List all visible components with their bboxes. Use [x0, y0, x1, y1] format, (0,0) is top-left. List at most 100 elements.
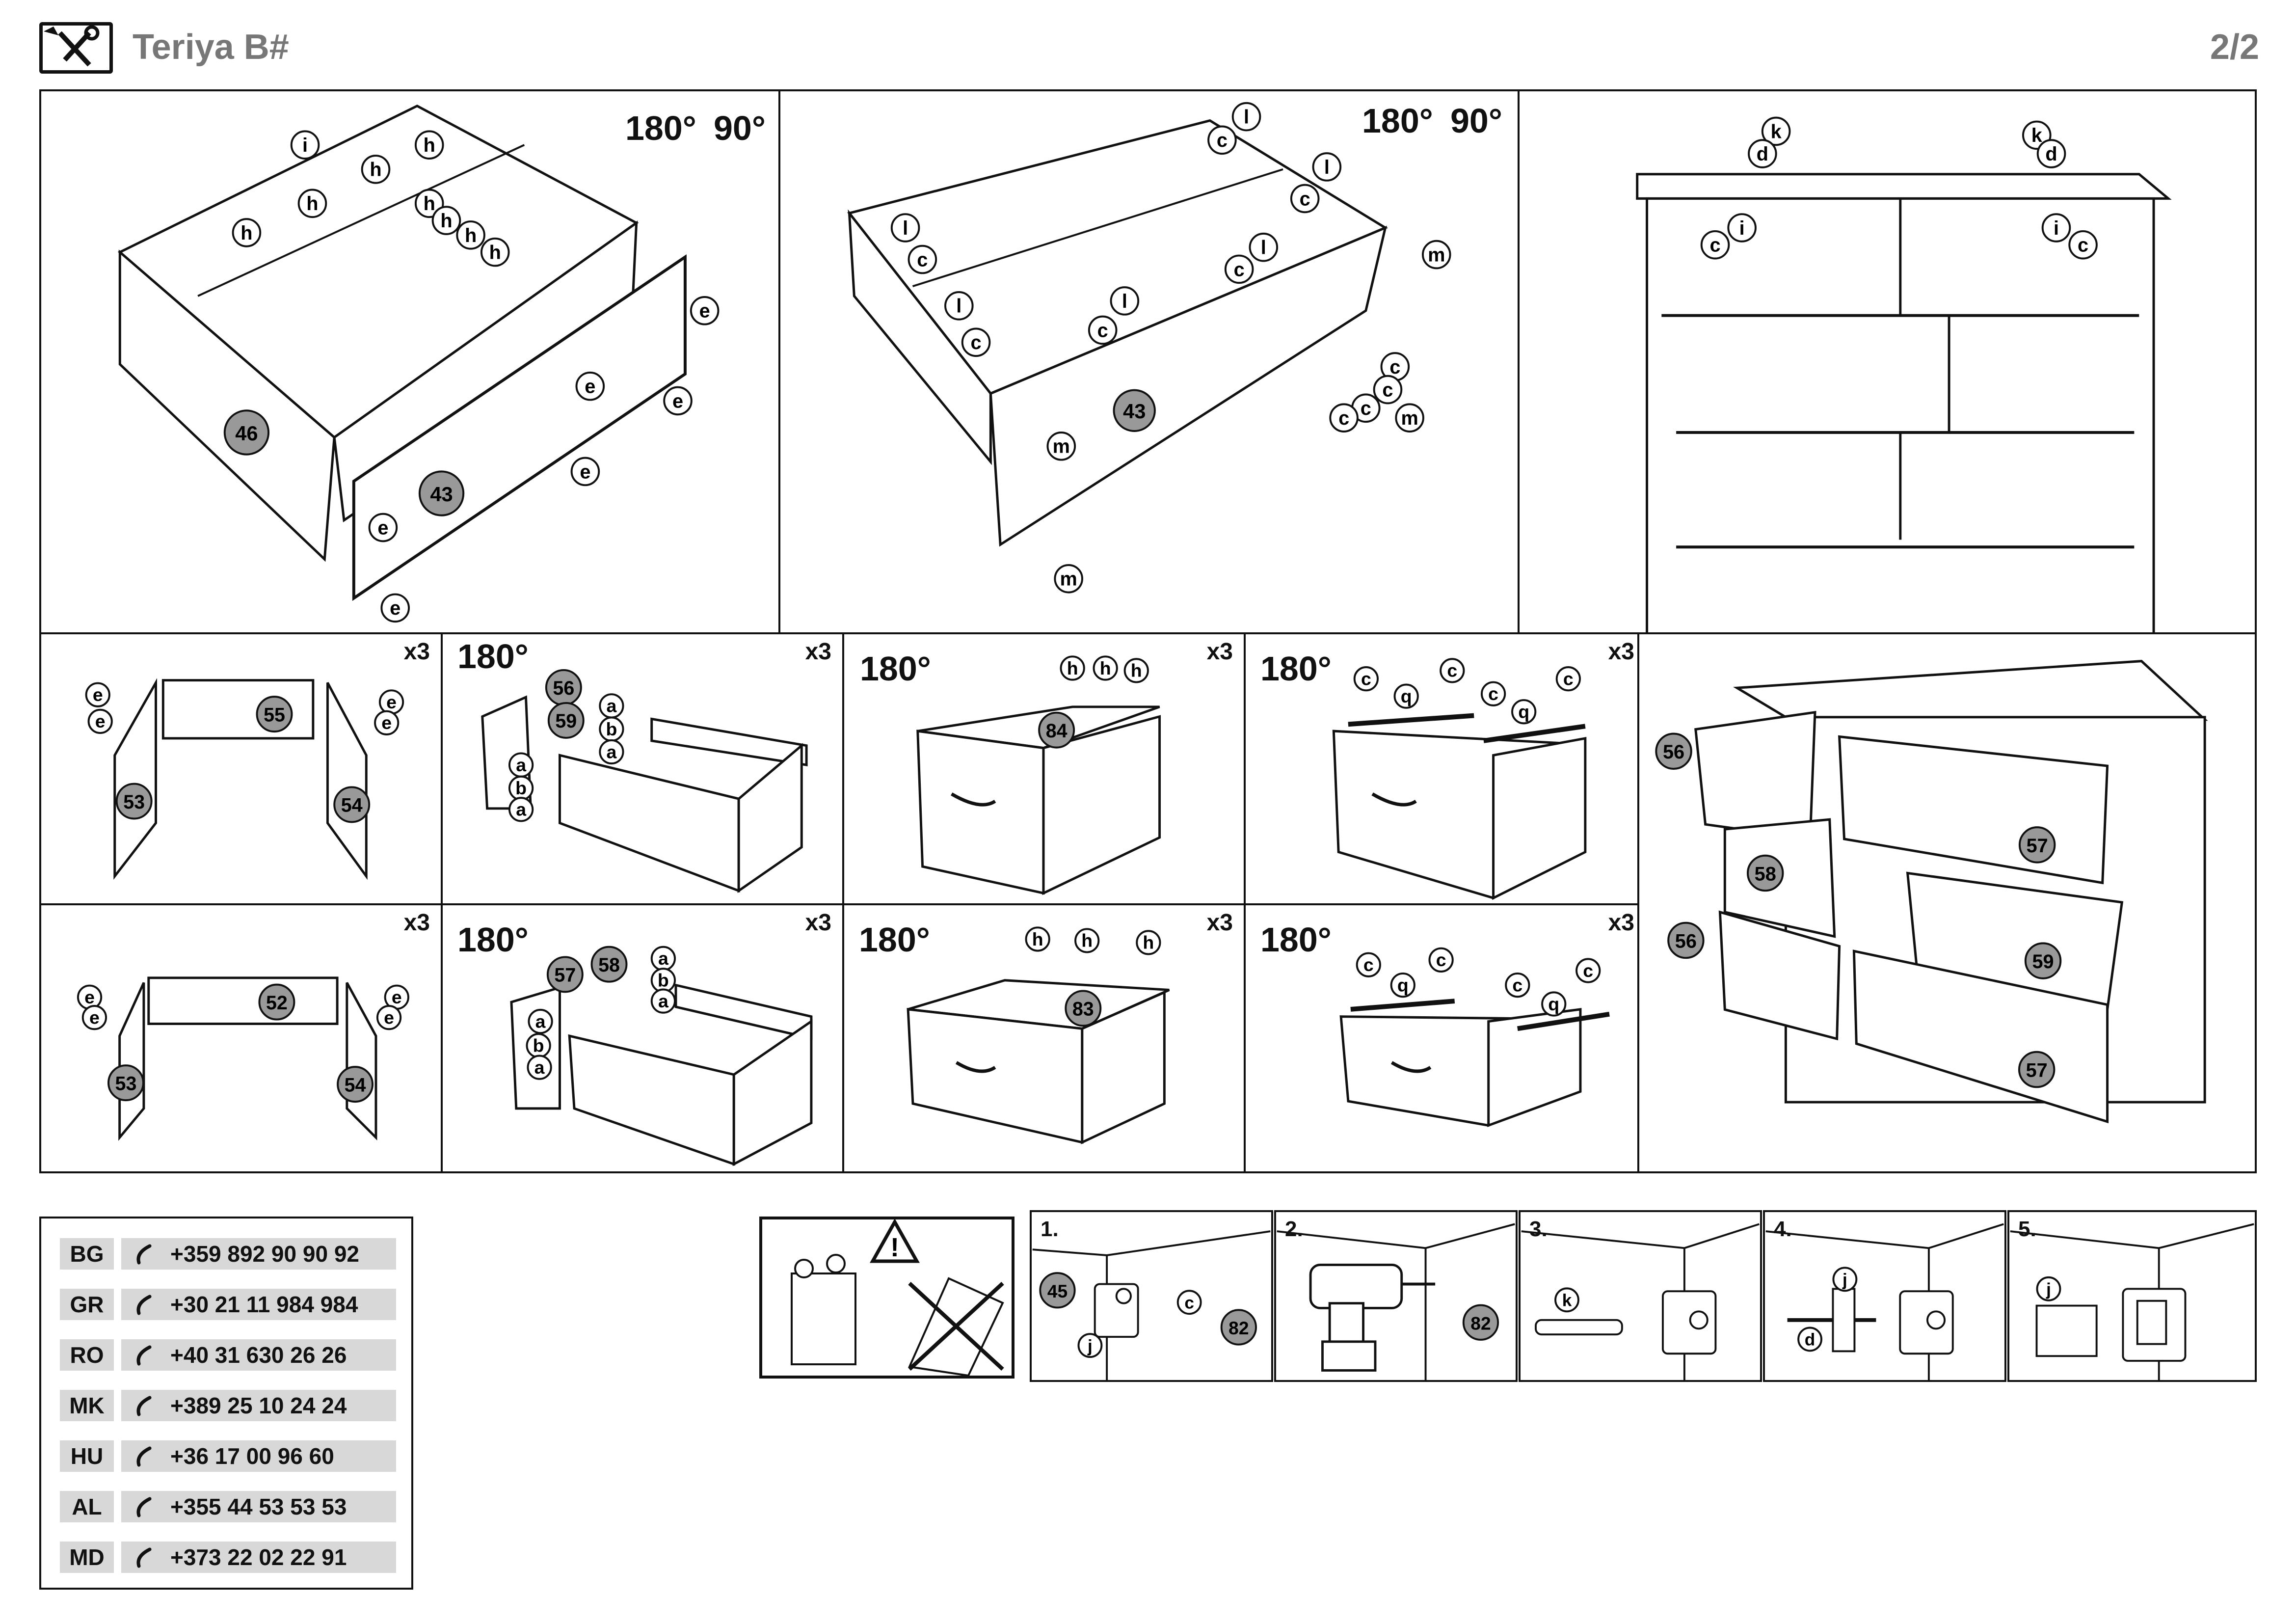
- svg-text:i: i: [2054, 217, 2059, 239]
- svg-text:a: a: [534, 1057, 545, 1078]
- drill-illustration: 82: [1277, 1223, 1515, 1380]
- drawer-box-illustration: 57 58 a b a a b a: [510, 946, 813, 1166]
- svg-text:l: l: [1324, 157, 1330, 178]
- svg-text:56: 56: [1675, 930, 1697, 952]
- multiplier-label: x3: [805, 639, 831, 665]
- svg-text:a: a: [607, 741, 617, 762]
- drill-icon: [1309, 1264, 1403, 1309]
- phone-number: +30 21 11 984 984: [121, 1289, 396, 1320]
- tools-icon: [39, 22, 113, 74]
- svg-text:h: h: [1067, 658, 1078, 678]
- svg-text:c: c: [1361, 398, 1371, 419]
- svg-text:k: k: [1771, 121, 1782, 142]
- phone-icon: [136, 1396, 152, 1416]
- drawer-bottom-illustration: 83 h h h: [907, 926, 1170, 1144]
- country-code: MD: [60, 1542, 114, 1573]
- svg-text:b: b: [515, 778, 527, 798]
- svg-text:53: 53: [123, 791, 145, 813]
- rotate-180-label: 180°: [1260, 650, 1332, 688]
- svg-text:e: e: [585, 376, 595, 398]
- svg-text:q: q: [1518, 702, 1529, 722]
- warning-icon: [870, 1218, 920, 1263]
- rotate-180-label: 180°: [457, 637, 529, 676]
- svg-text:56: 56: [1663, 741, 1684, 763]
- multiplier-label: x3: [1206, 910, 1233, 936]
- svg-text:a: a: [516, 799, 527, 820]
- multiplier-label: x3: [403, 910, 430, 936]
- svg-text:54: 54: [345, 1074, 366, 1096]
- svg-text:c: c: [971, 332, 982, 353]
- final-dresser-illustration: 56 57 58 59 56 57: [1655, 660, 2208, 1124]
- svg-text:c: c: [1234, 259, 1245, 280]
- svg-text:i: i: [1739, 217, 1745, 239]
- svg-text:e: e: [392, 987, 402, 1007]
- svg-text:58: 58: [598, 954, 620, 976]
- svg-text:e: e: [699, 300, 710, 322]
- phone-number: +355 44 53 53 53: [121, 1491, 396, 1522]
- svg-text:e: e: [84, 987, 95, 1007]
- svg-text:c: c: [1389, 356, 1400, 378]
- rotate-90-label: 90°: [1450, 102, 1502, 140]
- step-number: 3.: [1529, 1217, 1548, 1241]
- svg-text:59: 59: [2032, 951, 2054, 973]
- svg-text:82: 82: [1228, 1318, 1249, 1338]
- legs-assembly-illustration: 43 l c l c l c l c l c l c m c c c c m m…: [847, 102, 1451, 594]
- svg-text:56: 56: [553, 677, 574, 699]
- svg-text:43: 43: [430, 483, 453, 506]
- svg-text:57: 57: [2026, 1059, 2048, 1081]
- drawer-bottom-illustration: 84 h h h: [916, 655, 1161, 895]
- svg-text:h: h: [489, 242, 501, 264]
- svg-text:e: e: [89, 1007, 100, 1028]
- svg-text:a: a: [607, 696, 617, 716]
- svg-text:c: c: [1488, 683, 1498, 704]
- svg-text:e: e: [386, 692, 397, 712]
- svg-text:j: j: [2046, 1280, 2051, 1299]
- svg-text:43: 43: [1123, 400, 1146, 423]
- phone-number: +40 31 630 26 26: [121, 1339, 396, 1371]
- rails-illustration: k d k d c i i c: [1636, 116, 2172, 632]
- svg-text:59: 59: [555, 710, 577, 732]
- drawer-frame-illustration: 55 53 54 e e e e: [85, 678, 404, 880]
- phone-icon: [136, 1497, 152, 1517]
- country-code: BG: [60, 1238, 114, 1270]
- rotate-180-label: 180°: [859, 920, 930, 959]
- rotate-180-label: 180°: [860, 650, 931, 688]
- svg-text:d: d: [1757, 143, 1768, 165]
- svg-text:q: q: [1397, 974, 1409, 995]
- svg-text:h: h: [370, 159, 381, 181]
- svg-text:c: c: [917, 249, 928, 271]
- svg-text:c: c: [1512, 974, 1522, 995]
- svg-text:46: 46: [235, 422, 258, 445]
- rotate-180-label: 180°: [625, 109, 696, 147]
- svg-text:j: j: [1842, 1271, 1847, 1290]
- svg-text:c: c: [1583, 960, 1593, 981]
- step-panel-carcass-top: 46 43 i h h h h h h h h e e e e e e 180°…: [39, 89, 780, 634]
- screw-illustration: j d: [1765, 1223, 2004, 1380]
- svg-text:h: h: [424, 193, 435, 215]
- svg-text:e: e: [93, 684, 103, 705]
- multiplier-label: x3: [1608, 910, 1634, 936]
- svg-text:m: m: [1060, 568, 1077, 590]
- rotate-180-label: 180°: [457, 920, 529, 959]
- drawer-box-illustration: 56 59 a b a a b a: [481, 669, 808, 893]
- page-number: 2/2: [2210, 27, 2259, 67]
- bracket-fixed-illustration: j: [2010, 1223, 2254, 1380]
- svg-text:h: h: [306, 193, 318, 215]
- rotate-180-label: 180°: [1362, 102, 1433, 140]
- svg-text:h: h: [1032, 929, 1043, 949]
- svg-text:52: 52: [266, 992, 288, 1014]
- wall-step-1: 45 82 c j 1.: [1030, 1210, 1273, 1382]
- drawer-rails-panel-1: c c c c q q 180° x3: [1244, 632, 1647, 905]
- svg-text:m: m: [1053, 436, 1070, 458]
- svg-text:a: a: [516, 755, 527, 775]
- svg-text:b: b: [533, 1035, 544, 1056]
- phone-number: +373 22 02 22 91: [121, 1542, 396, 1573]
- svg-text:57: 57: [554, 965, 576, 986]
- step-panel-rails: k d k d c i i c: [1518, 89, 2257, 634]
- svg-text:c: c: [1097, 320, 1108, 341]
- svg-text:d: d: [2045, 143, 2057, 165]
- svg-text:e: e: [384, 1007, 394, 1028]
- svg-text:l: l: [1261, 237, 1266, 259]
- svg-text:b: b: [658, 970, 669, 991]
- phone-icon: [136, 1547, 152, 1568]
